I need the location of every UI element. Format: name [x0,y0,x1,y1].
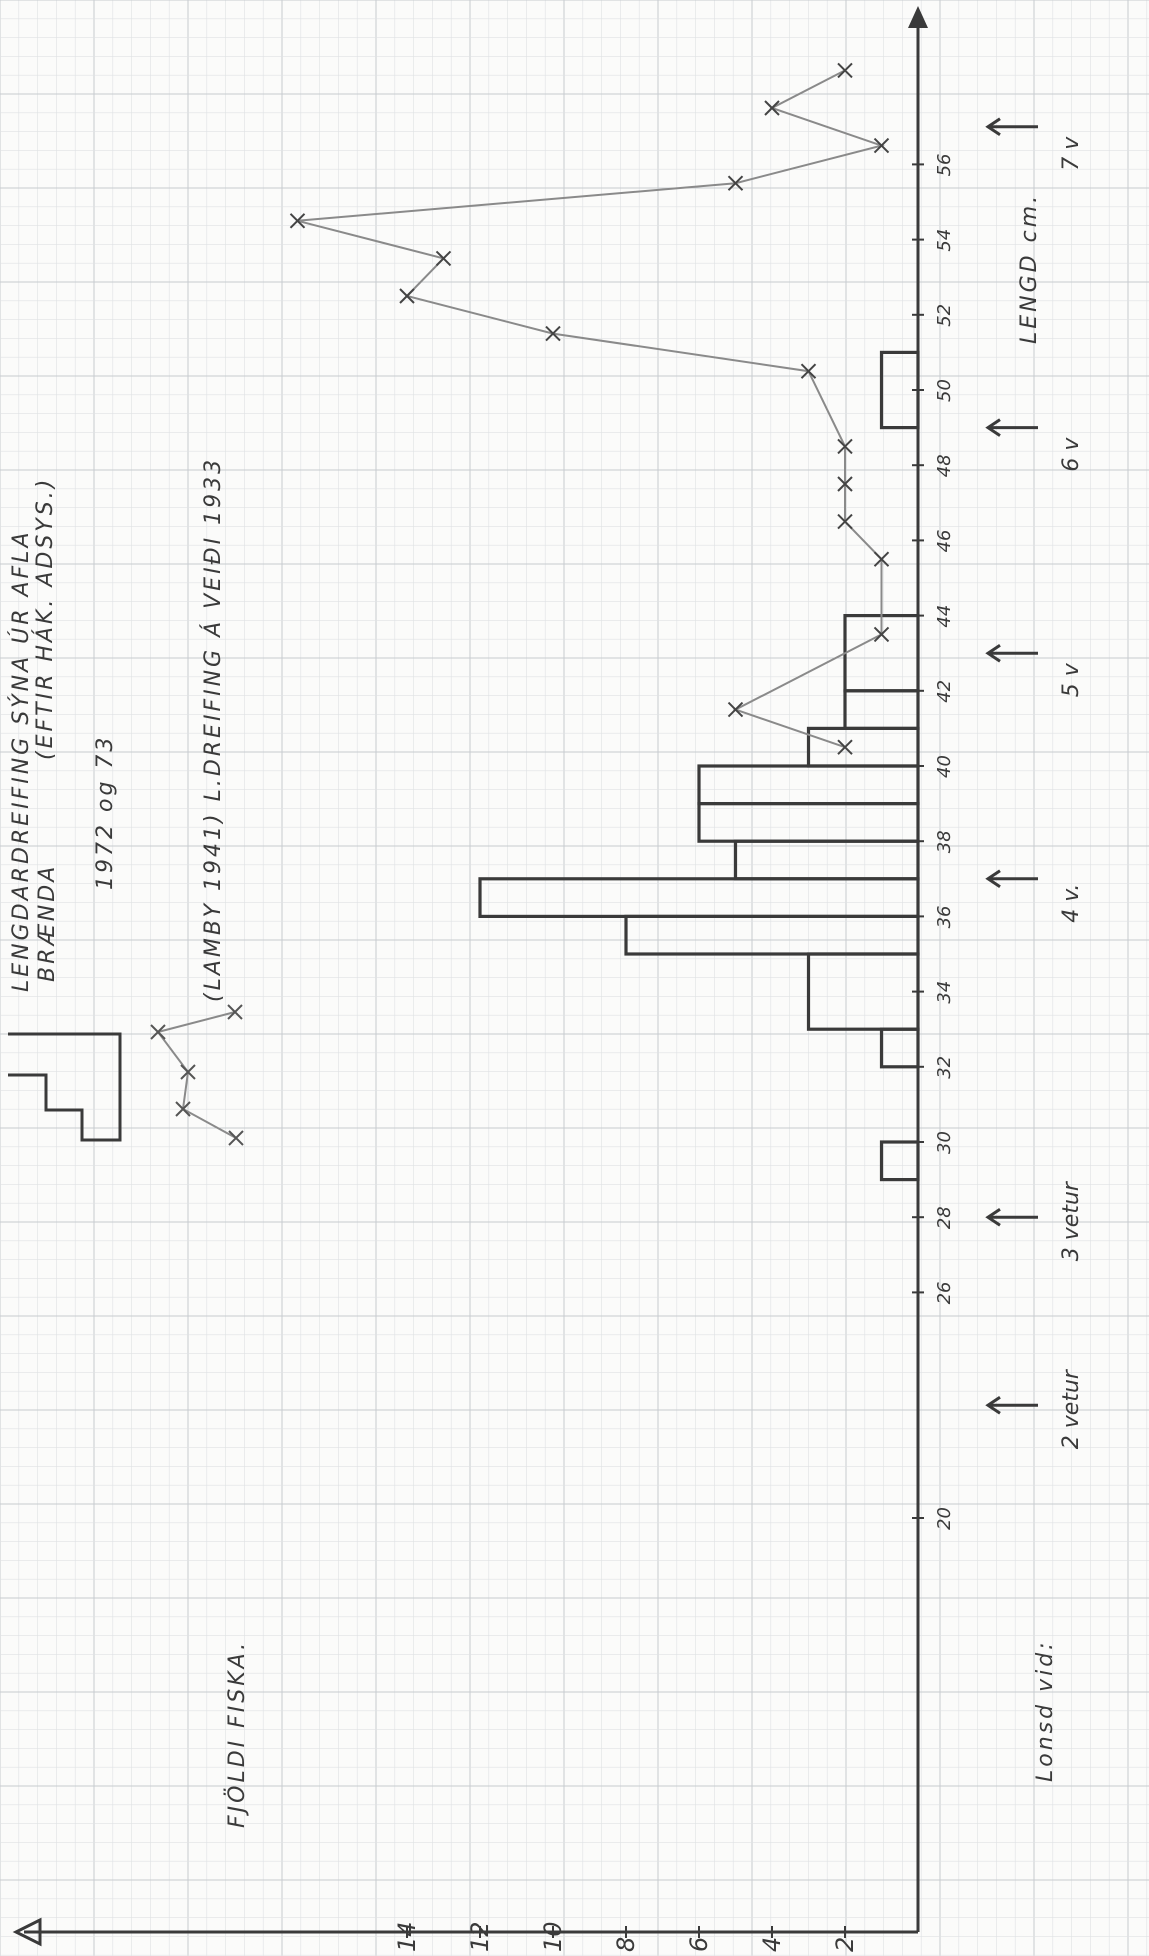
histogram-bar [843,689,920,730]
x-tick-label: 20 [934,1507,955,1530]
y-tick-label: 2 [831,1937,859,1952]
age-arrow-head [985,117,1001,137]
series-line [289,62,890,755]
histogram-bar [478,877,920,918]
series-point [873,626,890,643]
series-point [764,100,780,116]
legend-line-label: (LAMBY 1941) L.DREIFING Á VEIÐI 1933 [200,457,226,1002]
series-point [837,62,853,79]
age-markers: 2 vetur 3 vetur 4 v. 5 v 6 v 7 v [985,117,1084,1449]
x-tick-label: 50 [934,379,955,402]
series-point [727,701,744,718]
x-tick-label: 40 [934,755,955,778]
histogram-bar [624,914,920,956]
legend-label-2: BRÆNDA [35,864,60,982]
x-tick-label: 44 [934,605,955,628]
y-tick-label: 6 [685,1937,713,1952]
x-tick-label: 26 [934,1281,955,1304]
series-polyline [297,69,885,749]
age-label: 6 v [1059,437,1084,472]
x-tick-label: 28 [934,1206,955,1229]
y-tick-label: 12 [466,1921,494,1952]
age-arrow-head [985,1395,1001,1415]
legend-label-3: (EFTIR HÁK. ADSYS.) [32,477,58,760]
x-tick-label: 48 [934,454,955,477]
x-tick-label: 54 [934,229,955,252]
x-tick-label: 34 [934,981,955,1004]
age-arrow-head [985,418,1001,437]
age-arrow-head [985,643,1001,663]
x-tick-label: 52 [934,304,955,327]
legend-label-1: LENGDARDREIFING SÝNA ÚR AFLA [8,530,34,993]
tick-labels: 2026283032343638404244464850525456246810… [393,153,955,1952]
age-label: 7 v [1059,136,1084,171]
x-tick-label: 46 [934,529,955,552]
x-tick-label: 32 [934,1056,955,1079]
age-label: 4 v. [1059,884,1084,923]
legend-histogram-icon [8,1032,122,1142]
series-point [435,250,452,267]
histogram-bar [806,726,920,768]
gonad-heading: Lonsd vid: [1033,1639,1058,1782]
histogram-bar [879,1140,920,1182]
length-axis-arrow [908,6,928,28]
series-point [837,513,853,530]
series-point [873,137,890,154]
y-tick-label: 10 [539,1921,567,1952]
series-point [727,175,744,191]
histogram-bar [806,952,920,1031]
age-label: 5 v [1059,662,1084,697]
series-point [837,739,853,755]
age-arrow-head [985,869,1001,889]
series-point [873,551,890,567]
series-point [545,325,561,342]
legend-label-4: 1972 og 73 [93,735,118,890]
x-tick-label: 56 [934,153,955,176]
legend-line-icon [150,1004,244,1146]
y-tick-label: 4 [758,1937,786,1952]
age-label: 2 vetur [1059,1368,1084,1449]
x-tick-label: 30 [934,1131,955,1154]
histogram-bar [879,1027,920,1069]
age-label: 3 vetur [1059,1180,1084,1261]
series-point [289,213,306,229]
age-arrow-head [985,1207,1001,1227]
x-axis-title: LENGD cm. [1017,193,1042,344]
axes [12,6,928,1947]
y-tick-label: 14 [393,1921,421,1952]
histogram-bar [733,839,920,881]
x-tick-label: 38 [934,830,955,853]
histogram [478,350,920,1182]
count-axis-arrow [12,1917,42,1947]
series-point [800,363,817,379]
y-tick-label: 8 [612,1937,640,1952]
series-point [837,438,853,455]
x-tick-label: 36 [934,905,955,928]
series-point [399,288,415,304]
series-point [837,476,853,492]
y-axis-title: FJÖLDI FISKA. [224,1640,250,1828]
x-tick-label: 42 [934,680,955,703]
